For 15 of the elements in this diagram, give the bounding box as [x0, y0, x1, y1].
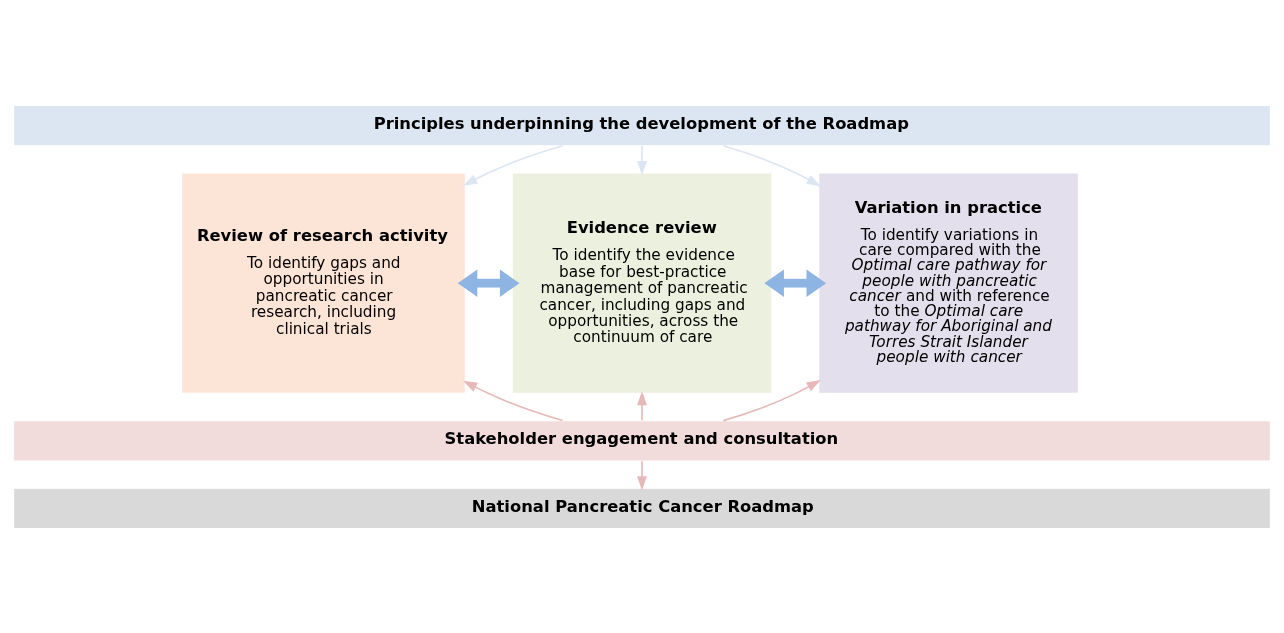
arrow: [637, 459, 647, 490]
arrow: [722, 379, 821, 421]
arrow: [637, 144, 647, 175]
arrow: [463, 144, 564, 186]
arrow: [457, 268, 520, 297]
arrow: [637, 390, 647, 421]
node-box: Variation in practice To identify variations in care compared with the Optimal care pathway for people with pancreatic cancer and with reference to the Optimal care pathway for Aboriginal and Torres Strait Islander people with cancer: [818, 171, 1079, 394]
arrow: [463, 380, 564, 421]
arrow: [722, 144, 821, 186]
arrow: [764, 268, 827, 297]
node-box: Principles underpinning the development of the Roadmap: [13, 104, 1271, 146]
node-box: Review of research activity To identify gaps and opportunities in pancreatic cancer research, including clinical trials: [181, 171, 466, 394]
node-box: Stakeholder engagement and consultation: [13, 419, 1271, 462]
node-box: Evidence review To identify the evidence base for best-practice management of pancreatic cancer, including gaps and opportunities, across the continuum of care: [511, 171, 773, 394]
node-box: National Pancreatic Cancer Roadmap: [13, 487, 1271, 529]
